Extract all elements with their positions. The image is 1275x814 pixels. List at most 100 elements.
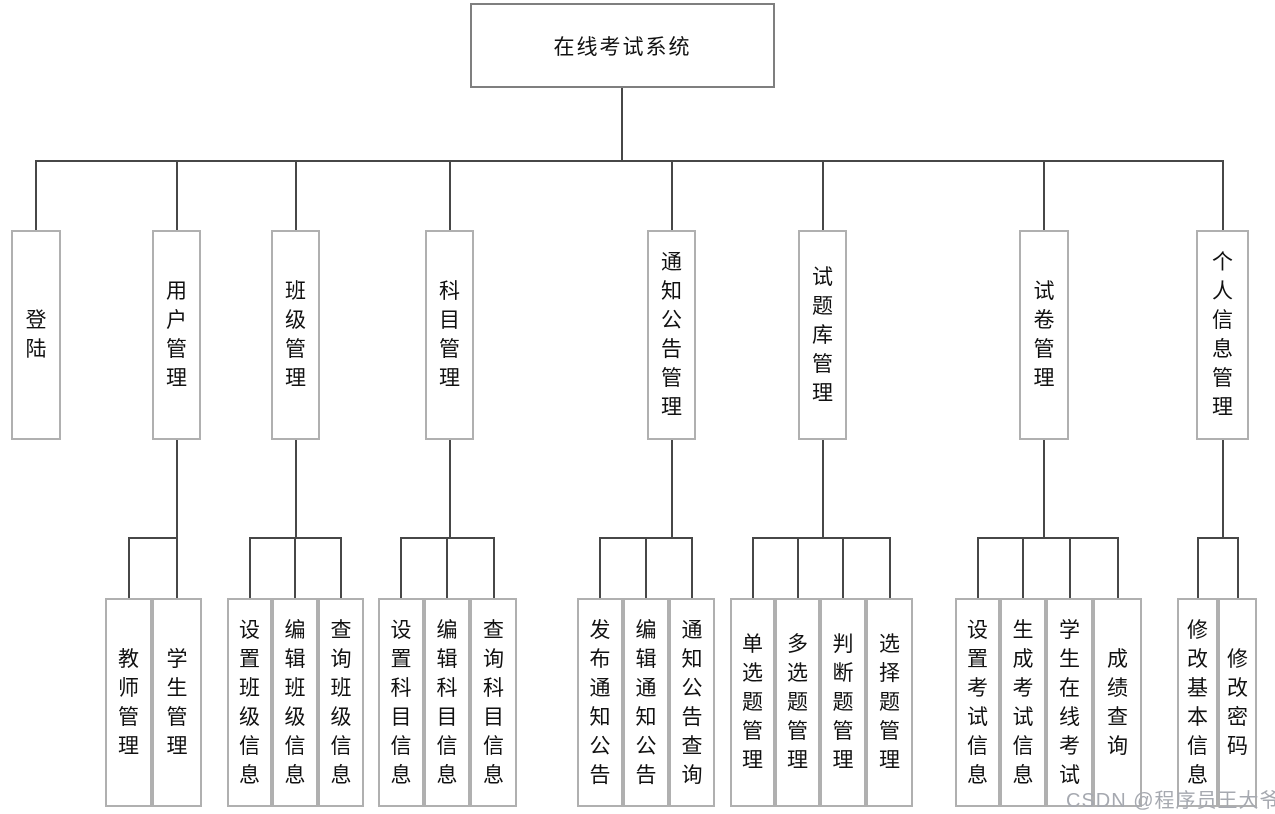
node-label: 单选题管理 bbox=[742, 632, 763, 772]
node-label: 用户管理 bbox=[166, 279, 187, 390]
node-teacher-management: 教师管理 bbox=[105, 598, 152, 807]
connector-line bbox=[176, 537, 178, 598]
node-label: 设置科目信息 bbox=[390, 617, 412, 787]
connector-line bbox=[1222, 160, 1224, 230]
node-multi-choice-management: 多选题管理 bbox=[775, 598, 820, 807]
connector-line bbox=[128, 537, 130, 598]
connector-line bbox=[599, 537, 601, 598]
node-class-management: 班级管理 bbox=[271, 230, 320, 440]
node-label: 多选题管理 bbox=[787, 632, 808, 772]
node-generate-exam-info: 生成考试信息 bbox=[1000, 598, 1046, 807]
connector-line bbox=[295, 160, 297, 230]
connector-line bbox=[249, 537, 251, 598]
node-student-management: 学生管理 bbox=[152, 598, 202, 807]
node-label: 通知公告查询 bbox=[681, 617, 703, 787]
connector-line bbox=[1237, 537, 1239, 598]
node-label: 个人信息管理 bbox=[1212, 250, 1233, 419]
connector-line bbox=[691, 537, 693, 598]
node-user-management: 用户管理 bbox=[152, 230, 201, 440]
connector-line bbox=[976, 537, 1119, 539]
connector-line bbox=[889, 537, 891, 598]
node-label: 教师管理 bbox=[118, 646, 139, 758]
node-score-query: 成绩查询 bbox=[1093, 598, 1142, 807]
node-edit-basic-info: 修改基本信息 bbox=[1177, 598, 1218, 807]
connector-line bbox=[446, 537, 448, 598]
connector-line bbox=[127, 537, 178, 539]
connector-line bbox=[842, 537, 844, 598]
connector-line bbox=[1196, 537, 1239, 539]
connector-line bbox=[1117, 537, 1119, 598]
node-label: 试题库管理 bbox=[812, 264, 833, 405]
connector-line bbox=[822, 160, 824, 230]
node-query-class-info: 查询班级信息 bbox=[318, 598, 364, 807]
node-label: 通知公告管理 bbox=[661, 250, 682, 419]
node-label: 成绩查询 bbox=[1107, 646, 1128, 758]
connector-line bbox=[645, 537, 647, 598]
node-subject-management: 科目管理 bbox=[425, 230, 474, 440]
node-online-exam-system: 在线考试系统 bbox=[470, 3, 775, 88]
node-exam-paper-management: 试卷管理 bbox=[1019, 230, 1069, 440]
connector-line bbox=[752, 537, 754, 598]
node-label: 编辑班级信息 bbox=[284, 617, 306, 787]
node-query-notice: 通知公告查询 bbox=[669, 598, 715, 807]
connector-line bbox=[294, 537, 296, 598]
node-notice-management: 通知公告管理 bbox=[647, 230, 696, 440]
connector-line bbox=[1222, 440, 1224, 537]
connector-line bbox=[621, 88, 623, 160]
connector-line bbox=[35, 160, 37, 230]
connector-line bbox=[751, 537, 891, 539]
connector-line bbox=[977, 537, 979, 598]
connector-line bbox=[1043, 440, 1045, 537]
node-label: 学生在线考试 bbox=[1059, 617, 1080, 787]
node-query-subject-info: 查询科目信息 bbox=[470, 598, 517, 807]
node-edit-class-info: 编辑班级信息 bbox=[272, 598, 318, 807]
connector-line bbox=[797, 537, 799, 598]
node-label: 发布通知公告 bbox=[589, 617, 611, 787]
node-label: 科目管理 bbox=[439, 279, 460, 390]
node-publish-notice: 发布通知公告 bbox=[577, 598, 623, 807]
node-label: 班级管理 bbox=[285, 279, 306, 390]
connector-line bbox=[340, 537, 342, 598]
connector-line bbox=[400, 537, 402, 598]
connector-line bbox=[449, 160, 451, 230]
node-change-password: 修改密码 bbox=[1218, 598, 1257, 807]
node-label: 生成考试信息 bbox=[1012, 617, 1034, 787]
node-label: 学生管理 bbox=[166, 646, 188, 758]
node-label: 设置班级信息 bbox=[239, 617, 260, 787]
node-set-class-info: 设置班级信息 bbox=[227, 598, 272, 807]
connector-line bbox=[1022, 537, 1024, 598]
root-node-label: 在线考试系统 bbox=[553, 34, 692, 59]
watermark: CSDN @程序员王大爷 bbox=[1066, 790, 1275, 812]
node-question-bank-management: 试题库管理 bbox=[798, 230, 847, 440]
node-true-false-management: 判断题管理 bbox=[820, 598, 866, 807]
node-label: 试卷管理 bbox=[1033, 279, 1055, 390]
node-label: 登陆 bbox=[25, 308, 47, 361]
connector-line bbox=[493, 537, 495, 598]
node-set-subject-info: 设置科目信息 bbox=[378, 598, 424, 807]
node-label: 判断题管理 bbox=[832, 632, 854, 772]
connector-line bbox=[176, 440, 178, 537]
connector-line bbox=[35, 160, 1224, 162]
node-personal-info-management: 个人信息管理 bbox=[1196, 230, 1249, 440]
connector-line bbox=[1043, 160, 1045, 230]
node-label: 选择题管理 bbox=[879, 632, 900, 772]
node-edit-notice: 编辑通知公告 bbox=[623, 598, 669, 807]
connector-line bbox=[1197, 537, 1199, 598]
node-label: 修改密码 bbox=[1227, 646, 1248, 758]
node-label: 编辑科目信息 bbox=[436, 617, 458, 787]
node-student-online-exam: 学生在线考试 bbox=[1046, 598, 1093, 807]
connector-line bbox=[449, 440, 451, 537]
connector-line bbox=[1069, 537, 1071, 598]
connector-line bbox=[176, 160, 178, 230]
node-set-exam-info: 设置考试信息 bbox=[955, 598, 1000, 807]
connector-line bbox=[671, 440, 673, 537]
node-label: 查询班级信息 bbox=[330, 617, 352, 787]
node-login: 登陆 bbox=[11, 230, 61, 440]
node-label: 查询科目信息 bbox=[483, 617, 504, 787]
connector-line bbox=[671, 160, 673, 230]
node-label: 修改基本信息 bbox=[1187, 617, 1208, 787]
node-choice-management: 选择题管理 bbox=[866, 598, 913, 807]
connector-line bbox=[295, 440, 297, 537]
connector-line bbox=[822, 440, 824, 537]
